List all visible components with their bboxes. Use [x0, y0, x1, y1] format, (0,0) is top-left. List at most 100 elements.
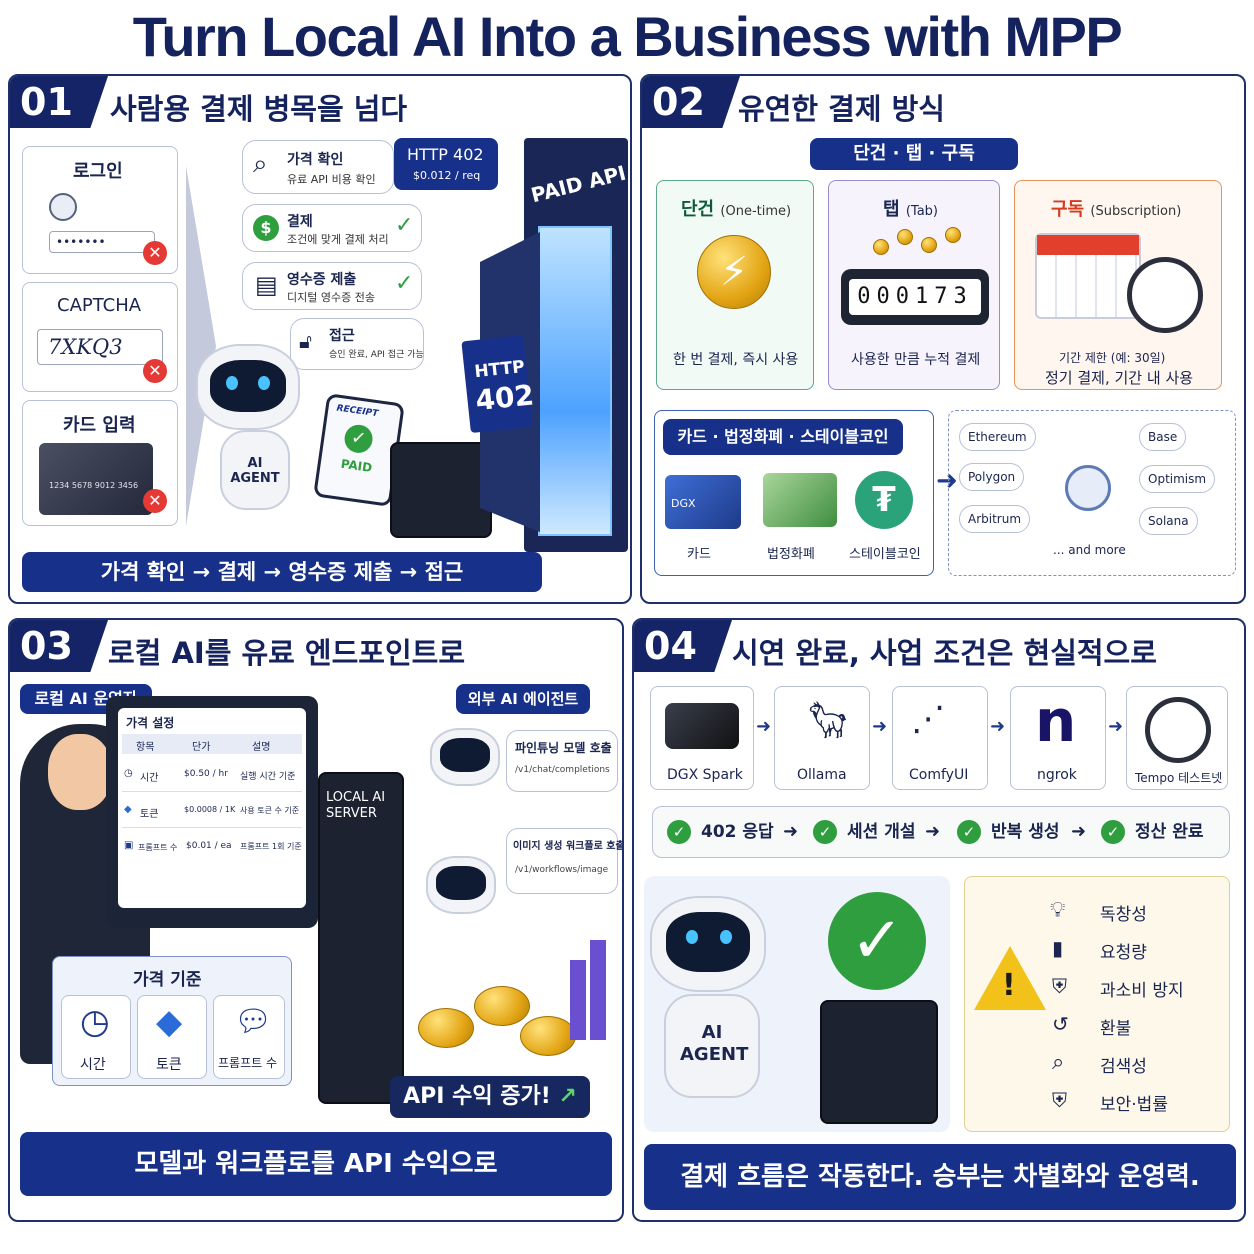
- dollar-icon: $: [253, 215, 279, 241]
- cell: $0.01 / ea: [186, 841, 232, 851]
- revenue-badge: API 수익 증가! ↗: [390, 1076, 590, 1118]
- robot-body: [220, 430, 290, 510]
- stack-tempo: Tempo 테스트넷: [1126, 686, 1228, 790]
- mode-one-time: 단건 (One-time) ⚡︎ 한 번 결제, 즉시 사용: [656, 180, 814, 390]
- mode-subtitle: (Subscription): [1090, 204, 1182, 219]
- cell: 프롬프트 수: [138, 843, 178, 852]
- table-row: ▣ 프롬프트 수 $0.01 / ea 프롬프트 1회 기준: [122, 832, 302, 864]
- arrow-right-icon: ➜: [1071, 821, 1087, 842]
- step-desc: 조건에 맞게 결제 처리: [287, 233, 389, 246]
- chat-icon: 💬︎: [234, 1004, 273, 1039]
- counter-display: 000173: [841, 269, 989, 325]
- http-tag: HTTP 402: [461, 335, 535, 433]
- credit-card-icon: [39, 443, 153, 515]
- coin-icon: [873, 239, 889, 255]
- robot-label: AI AGENT: [680, 1022, 749, 1065]
- step-title: 결제: [287, 214, 313, 230]
- mode-title-main: 구독: [1051, 199, 1085, 220]
- clock-icon: ◷: [124, 768, 133, 779]
- rail-label: 카드: [687, 547, 711, 562]
- search-icon: ⌕: [1052, 1050, 1065, 1075]
- mode-title: 구독 (Subscription): [1051, 195, 1181, 221]
- search-icon: ⌕: [253, 149, 268, 179]
- cash-icon: [763, 473, 837, 527]
- card-brand: DGX: [671, 497, 696, 510]
- chain-optimism: Optimism: [1139, 465, 1216, 493]
- robot-eye: [258, 376, 270, 390]
- rail-label: 법정화폐: [767, 547, 815, 562]
- robot-eye: [226, 376, 238, 390]
- footer-banner: 결제 흐름은 작동한다. 승부는 차별화와 운영력.: [644, 1144, 1236, 1210]
- captcha-field: 7XKQ3: [37, 329, 163, 365]
- api-call-bubble: 이미지 생성 워크플로 호출 /v1/workflows/image: [506, 828, 622, 894]
- call-path: /v1/chat/completions: [515, 765, 610, 775]
- call-title: 파인튜닝 모델 호출: [515, 741, 612, 755]
- login-label: 로그인: [73, 161, 123, 182]
- call-title: 이미지 생성 워크플로 호출: [513, 841, 624, 852]
- captcha-label: CAPTCHA: [57, 295, 142, 316]
- cube-icon: ◆: [156, 1002, 183, 1042]
- chains-box: Ethereum Polygon Arbitrum Base Optimism …: [948, 410, 1236, 576]
- calendar-header: [1037, 235, 1139, 255]
- modes-header: 단건 · 탭 · 구독: [810, 138, 1018, 170]
- step-access: 🔓︎ 접근 승인 완료, API 접근 가능: [290, 318, 424, 370]
- arrow-right-icon: ➜: [1108, 716, 1124, 737]
- tag-code: 402: [473, 378, 536, 418]
- clock-icon: ◷: [80, 1002, 110, 1042]
- robot-eye: [720, 930, 732, 944]
- calendar-icon: [1035, 233, 1141, 319]
- check-icon: ✓: [342, 423, 375, 455]
- dgx-device-icon: [665, 703, 739, 749]
- coin-icon: [897, 229, 913, 245]
- tether-icon: ₮: [855, 471, 913, 529]
- panel-01: 01 사람용 결제 병목을 넘다 로그인 ••••••• ✕ CAPTCHA 7…: [8, 74, 632, 604]
- growth-bar: [590, 940, 606, 1040]
- coin-stack-icon: [474, 986, 530, 1026]
- mode-title: 단건 (One-time): [681, 195, 791, 221]
- chain-base: Base: [1139, 423, 1187, 451]
- lock-shield-icon: ⛨: [1052, 1088, 1067, 1112]
- ngrok-logo: n: [1035, 687, 1077, 755]
- step-desc: 디지털 영수증 전송: [287, 291, 375, 304]
- col-header: 설명: [252, 742, 271, 753]
- risk-item: 검색성: [1100, 1057, 1147, 1077]
- server-label: LOCAL AI SERVER: [326, 790, 386, 821]
- counter-value: 000173: [849, 279, 981, 315]
- coin-icon: [945, 227, 961, 243]
- growth-bar: [570, 960, 586, 1040]
- server-icon: [390, 442, 492, 538]
- warning-icon: [974, 946, 1046, 1010]
- coin-stack-icon: [520, 1016, 576, 1056]
- subscription-period: 기간 제한 (예: 30일): [1059, 351, 1166, 365]
- panel-title: 로컬 AI를 유료 엔드포인트로: [108, 636, 466, 670]
- hub-icon: [1065, 465, 1111, 511]
- arrow-right-icon: ➜: [936, 466, 958, 496]
- cell: 프롬프트 1회 기준: [240, 842, 302, 851]
- basis-prompt: 💬︎ 프롬프트 수: [213, 995, 285, 1079]
- robot-face: [436, 866, 486, 900]
- user-icon: [49, 193, 77, 221]
- robot-face: [210, 360, 286, 412]
- demo-steps-bar: ✓ 402 응답 ➜ ✓ 세션 개설 ➜ ✓ 반복 생성 ➜ ✓ 정산 완료: [652, 806, 1230, 858]
- refresh-icon: ↺: [1052, 1012, 1069, 1036]
- trend-up-icon: ↗: [558, 1084, 577, 1109]
- demo-step: 402 응답: [701, 822, 774, 842]
- basis-label: 프롬프트 수: [218, 1056, 278, 1070]
- price: $0.012 / req: [413, 169, 481, 182]
- lock-icon: 🔓︎: [299, 329, 312, 353]
- check-icon: ✓: [828, 892, 926, 990]
- arrow-right-icon: ➜: [872, 716, 888, 737]
- mode-title-main: 단건: [681, 199, 715, 220]
- mode-desc: 정기 결제, 기간 내 사용: [1045, 369, 1194, 387]
- more-chains: ... and more: [1053, 543, 1126, 557]
- arrow-shape: [186, 166, 216, 526]
- robot-eye: [686, 930, 698, 944]
- stack-comfyui: ⋰ ComfyUI: [892, 686, 988, 790]
- step-title: 영수증 제출: [287, 272, 357, 288]
- risk-item: 과소비 방지: [1100, 981, 1184, 1001]
- revenue-text: API 수익 증가!: [403, 1084, 551, 1109]
- credit-card-icon: DGX: [665, 475, 741, 529]
- pricing-basis-box: 가격 기준 ◷ 시간 ◆ 토큰 💬︎ 프롬프트 수: [52, 956, 292, 1086]
- table-title: 가격 설정: [126, 716, 175, 730]
- check-icon: ✓: [395, 271, 414, 296]
